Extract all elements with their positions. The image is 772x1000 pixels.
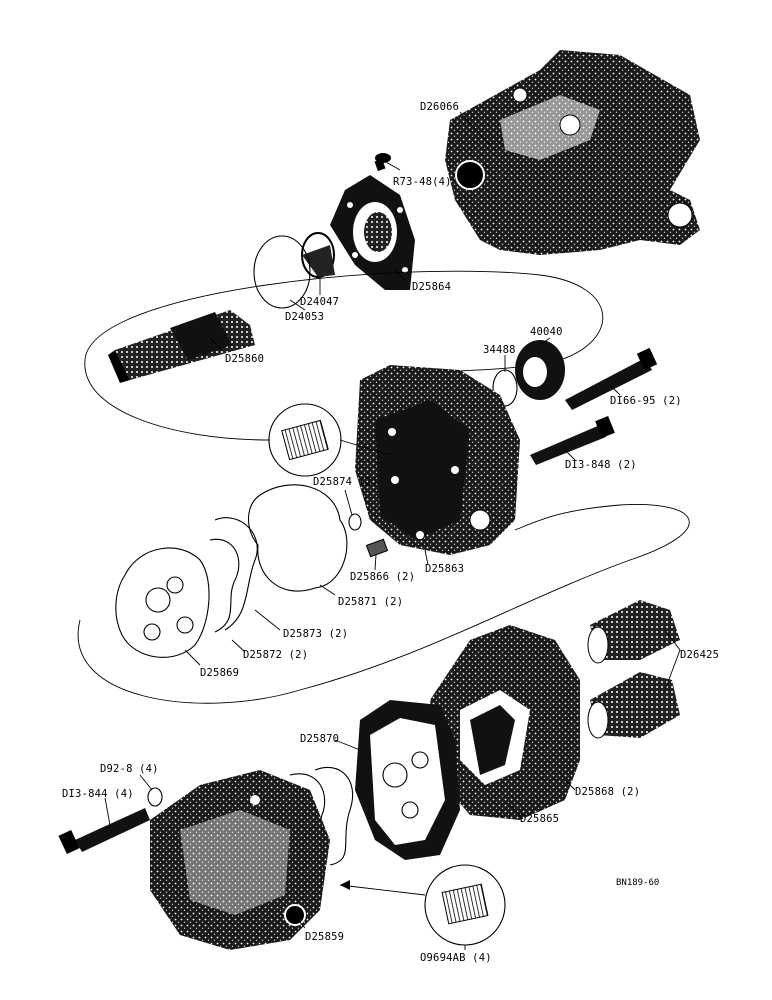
drawing-number: BN189-60 xyxy=(616,878,659,888)
gear-part xyxy=(587,600,680,664)
gasket-part xyxy=(247,484,348,592)
washer-part xyxy=(147,787,163,807)
dowel-pin-part xyxy=(365,538,389,558)
label-d25871: D25871 (2) xyxy=(338,596,403,608)
label-d92-8: D92-8 (4) xyxy=(100,763,159,775)
needle-bearing-inset xyxy=(268,403,391,477)
label-d26066: D26066 xyxy=(420,101,459,113)
label-d25872: D25872 (2) xyxy=(243,649,308,661)
label-d24047: D24047 xyxy=(300,296,339,308)
label-40040: 40040 xyxy=(530,326,563,338)
label-d25870: D25870 xyxy=(300,733,339,745)
rear-housing-part xyxy=(445,50,700,255)
gear-housing-part xyxy=(430,625,580,820)
label-d25864: D25864 xyxy=(412,281,451,293)
label-d25869: D25869 xyxy=(200,667,239,679)
label-d25859: D25859 xyxy=(305,931,344,943)
label-d24053: D24053 xyxy=(285,311,324,323)
plate-part xyxy=(355,700,460,860)
label-d13-844: DI3-844 (4) xyxy=(62,788,134,800)
label-d166-95: DI66-95 (2) xyxy=(610,395,682,407)
o-ring-part xyxy=(253,235,311,309)
screw-part xyxy=(374,153,391,172)
bearing-part xyxy=(515,340,565,400)
label-d25860: D25860 xyxy=(225,353,264,365)
gear-part xyxy=(587,672,680,739)
front-housing-part xyxy=(150,770,330,950)
label-d13-848: DI3-848 (2) xyxy=(565,459,637,471)
label-d26425: D26425 xyxy=(680,649,719,661)
wear-plate-part xyxy=(115,547,210,658)
label-34488: 34488 xyxy=(483,344,516,356)
label-d25863: D25863 xyxy=(425,563,464,575)
seal-part xyxy=(209,538,240,633)
part-labels: D26066 R73-48(4) D25864 D24047 D24053 D2… xyxy=(62,101,719,964)
assembly-line xyxy=(77,504,690,704)
label-d25865: D25865 xyxy=(520,813,559,825)
center-housing-part xyxy=(355,365,520,555)
label-o9694ab: O9694AB (4) xyxy=(420,952,492,964)
flange-plate-part xyxy=(330,175,415,290)
needle-bearing-inset xyxy=(339,864,506,946)
seal-ring-part xyxy=(348,513,362,531)
bolt-part xyxy=(58,808,150,855)
assembly-line xyxy=(84,359,271,441)
bolt-part xyxy=(565,347,658,410)
seal-part xyxy=(214,517,258,631)
label-r73-48: R73-48(4) xyxy=(393,176,452,188)
label-d25868: D25868 (2) xyxy=(575,786,640,798)
label-d25874: D25874 (2) xyxy=(313,476,378,488)
bolt-part xyxy=(530,416,615,465)
label-d25866: D25866 (2) xyxy=(350,571,415,583)
leader-lines xyxy=(104,111,681,950)
drive-shaft-part xyxy=(108,310,255,383)
seal-part xyxy=(314,766,354,866)
label-d25873: D25873 (2) xyxy=(283,628,348,640)
